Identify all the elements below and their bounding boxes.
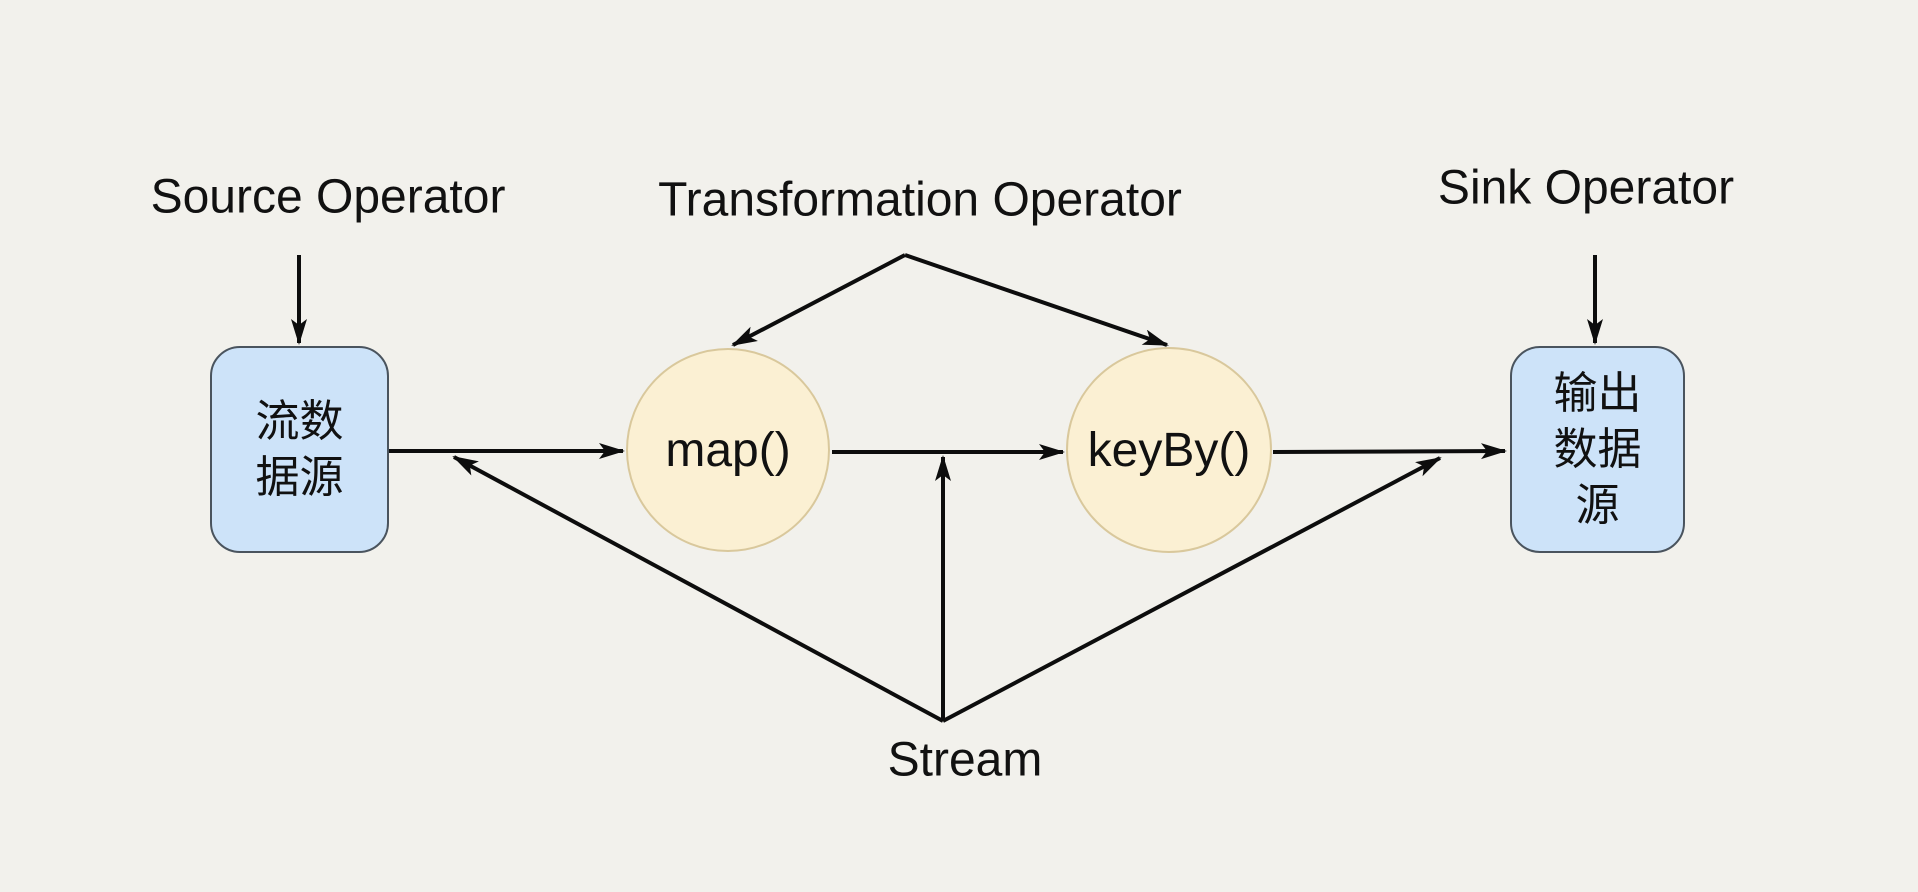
- node-stream-data-source-label: 流数 据源: [256, 394, 344, 506]
- edge-stream-to-source-map: [452, 455, 944, 723]
- node-label-line: 流数: [255, 396, 344, 446]
- node-output-data-source: 输出 数据 源: [1510, 346, 1685, 553]
- node-keyby-label: keyBy(): [1087, 423, 1251, 477]
- transformation-operator-label: Transformation Operator: [658, 173, 1182, 227]
- node-stream-data-source: 流数 据源: [210, 346, 389, 553]
- node-map-operator: map(): [626, 348, 830, 552]
- node-label-line: 源: [1575, 480, 1620, 530]
- edge-transformation-label-to-map: [731, 253, 906, 347]
- node-label-line: 据源: [255, 452, 344, 502]
- stream-label: Stream: [887, 733, 1043, 787]
- edge-stream-to-keyby-sink: [942, 456, 1442, 723]
- node-output-data-source-label: 输出 数据 源: [1554, 366, 1642, 534]
- node-keyby-operator: keyBy(): [1066, 347, 1272, 553]
- sink-operator-label: Sink Operator: [1437, 161, 1735, 215]
- source-operator-label: Source Operator: [150, 170, 506, 224]
- node-map-label: map(): [665, 423, 791, 477]
- edge-keyby-sink: [1272, 443, 1507, 460]
- node-label-line: 数据: [1553, 424, 1642, 474]
- edge-transformation-label-to-keyby: [904, 253, 1169, 347]
- node-label-line: 输出: [1553, 368, 1642, 418]
